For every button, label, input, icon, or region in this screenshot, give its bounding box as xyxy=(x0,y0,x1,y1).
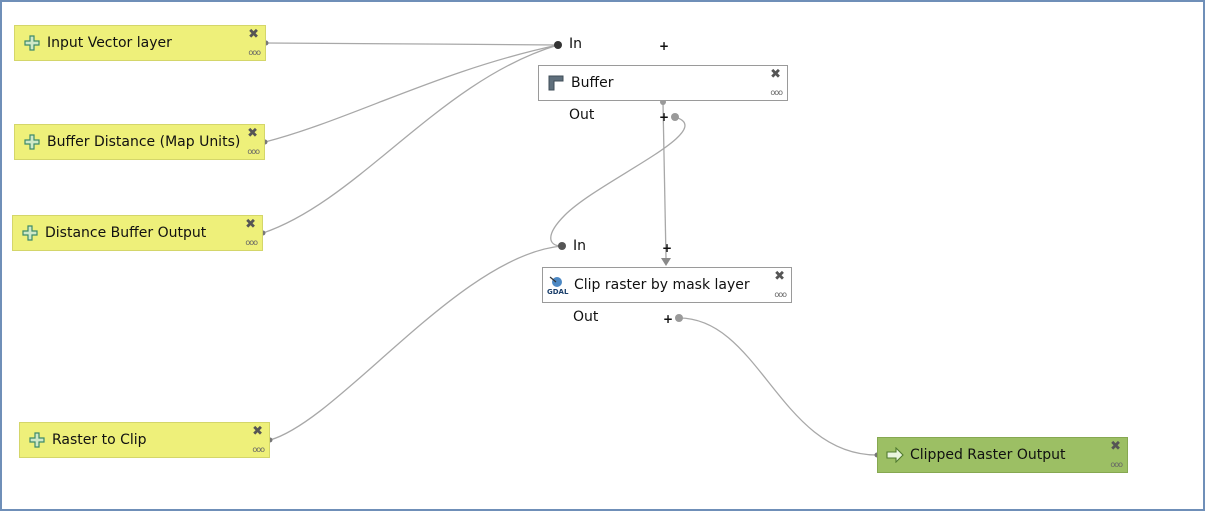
clip-in-expand-icon[interactable]: + xyxy=(662,241,673,255)
add-parameter-icon xyxy=(23,133,41,151)
output-arrow-icon xyxy=(886,446,904,464)
raster-to-clip-node[interactable]: Raster to Clip ✖ ooo xyxy=(19,422,270,458)
clip-out-label: Out xyxy=(573,309,599,325)
buffer-in-label: In xyxy=(569,36,583,52)
node-label: Clipped Raster Output xyxy=(910,447,1066,463)
more-options-icon[interactable]: ooo xyxy=(247,147,260,156)
more-options-icon[interactable]: ooo xyxy=(252,445,265,454)
delete-icon[interactable]: ✖ xyxy=(247,126,258,141)
node-label: Input Vector layer xyxy=(47,35,172,51)
more-options-icon[interactable]: ooo xyxy=(248,48,261,57)
wire-buffer-distance-to-buffer xyxy=(264,44,559,143)
port-clip-in-dot[interactable] xyxy=(558,242,566,250)
input-vector-layer-node[interactable]: Input Vector layer ✖ ooo xyxy=(14,25,266,61)
more-options-icon[interactable]: ooo xyxy=(770,88,783,97)
distance-buffer-output-node[interactable]: Distance Buffer Output ✖ ooo xyxy=(12,215,263,251)
arrow-head xyxy=(661,258,671,266)
delete-icon[interactable]: ✖ xyxy=(252,424,263,439)
port-clip-out-dot[interactable] xyxy=(675,314,683,322)
clip-in-label: In xyxy=(573,238,587,254)
delete-icon[interactable]: ✖ xyxy=(1110,439,1121,454)
clip-out-expand-icon[interactable]: + xyxy=(663,312,674,326)
gdal-icon-text: GDAL xyxy=(547,288,569,296)
delete-icon[interactable]: ✖ xyxy=(248,27,259,42)
add-parameter-icon xyxy=(21,224,39,242)
gdal-icon: GDAL xyxy=(546,274,568,296)
node-label: Distance Buffer Output xyxy=(45,225,207,241)
wire-buffer-to-clip-dependency xyxy=(662,102,667,259)
buffer-icon xyxy=(547,74,565,92)
wire-input-vector-to-buffer xyxy=(265,42,559,46)
wire-raster-to-clip-in xyxy=(269,245,563,441)
port-buffer-in-dot[interactable] xyxy=(554,41,562,49)
add-parameter-icon xyxy=(28,431,46,449)
wire-distance-output-to-buffer xyxy=(262,44,559,234)
delete-icon[interactable]: ✖ xyxy=(774,269,785,284)
clip-raster-algorithm-node[interactable]: GDAL Clip raster by mask layer ✖ ooo xyxy=(542,267,792,303)
node-label: Buffer xyxy=(571,75,614,91)
buffer-algorithm-node[interactable]: Buffer ✖ ooo xyxy=(538,65,788,101)
delete-icon[interactable]: ✖ xyxy=(245,217,256,232)
port-buffer-out-dot[interactable] xyxy=(671,113,679,121)
buffer-out-expand-icon[interactable]: + xyxy=(659,110,670,124)
buffer-distance-node[interactable]: Buffer Distance (Map Units) ✖ ooo xyxy=(14,124,265,160)
add-parameter-icon xyxy=(23,34,41,52)
more-options-icon[interactable]: ooo xyxy=(245,238,258,247)
node-label: Buffer Distance (Map Units) xyxy=(47,134,241,150)
node-label: Clip raster by mask layer xyxy=(574,277,750,293)
buffer-out-label: Out xyxy=(569,107,595,123)
delete-icon[interactable]: ✖ xyxy=(770,67,781,82)
more-options-icon[interactable]: ooo xyxy=(1110,460,1123,469)
clipped-raster-output-node[interactable]: Clipped Raster Output ✖ ooo xyxy=(877,437,1128,473)
wire-clip-out-to-output xyxy=(678,317,878,456)
node-label: Raster to Clip xyxy=(52,432,147,448)
more-options-icon[interactable]: ooo xyxy=(774,290,787,299)
buffer-in-expand-icon[interactable]: + xyxy=(659,39,670,53)
wire-buffer-out-to-clip-in xyxy=(550,116,686,247)
